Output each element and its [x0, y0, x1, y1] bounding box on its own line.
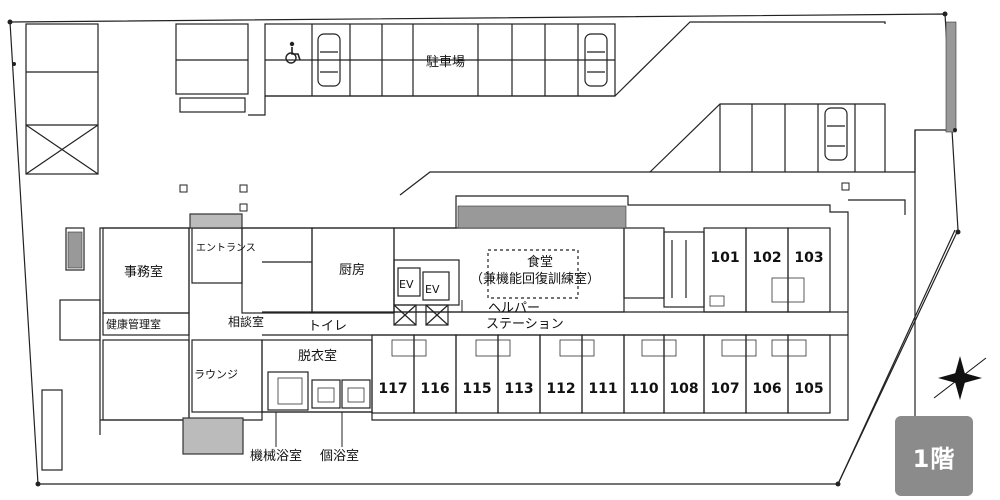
office-label: 事務室 — [124, 264, 163, 280]
car-icon — [317, 33, 341, 87]
dining-sub-label: （兼機能回復訓練室） — [470, 271, 600, 287]
health-room-label: 健康管理室 — [106, 317, 161, 331]
ev-label: EV — [399, 278, 414, 291]
room-number-116: 116 — [420, 381, 449, 397]
helper-label: ヘルパー — [488, 301, 540, 316]
car-icon — [824, 107, 848, 161]
car-icon — [584, 33, 608, 87]
dressing-room-label: 脱衣室 — [298, 348, 337, 364]
mech-bath-label: 機械浴室 — [250, 448, 302, 464]
dining-label: 食堂 — [527, 254, 553, 270]
accessible-parking-icon — [285, 41, 301, 64]
room-number-101: 101 — [710, 250, 739, 266]
kitchen-label: 厨房 — [339, 262, 365, 278]
room-number-111: 111 — [588, 381, 617, 397]
room-number-115: 115 — [462, 381, 491, 397]
entrance-label: エントランス — [196, 242, 256, 254]
helper-sub-label: ステーション — [486, 317, 564, 332]
room-number-112: 112 — [546, 381, 575, 397]
room-number-102: 102 — [752, 250, 781, 266]
room-number-113: 113 — [504, 381, 533, 397]
building-outline — [99, 195, 849, 421]
room-number-107: 107 — [710, 381, 739, 397]
room-number-103: 103 — [794, 250, 823, 266]
room-number-117: 117 — [378, 381, 407, 397]
consult-room-label: 相談室 — [228, 314, 264, 329]
room-number-106: 106 — [752, 381, 781, 397]
private-bath-label: 個浴室 — [320, 448, 359, 464]
toilet-label: トイレ — [308, 319, 347, 334]
floor-badge: 1階 — [895, 416, 973, 496]
room-number-110: 110 — [629, 381, 658, 397]
parking-label: 駐車場 — [426, 55, 465, 70]
site-boundary — [9, 13, 959, 485]
room-number-108: 108 — [669, 381, 698, 397]
lounge-label: ラウンジ — [194, 368, 238, 381]
entrance-label-text: エントランス — [196, 242, 256, 254]
compass-icon — [933, 356, 987, 400]
ev-label: EV — [425, 283, 440, 296]
room-number-105: 105 — [794, 381, 823, 397]
